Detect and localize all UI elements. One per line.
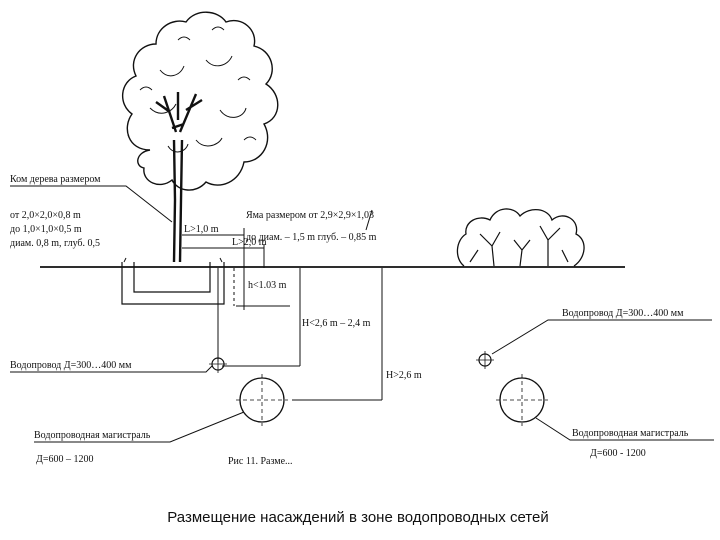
water-pipe-right-symbol (476, 351, 494, 369)
planting-pit (121, 262, 225, 305)
label-main-right-title: Водопроводная магистраль (572, 428, 689, 439)
slide-caption: Размещение насаждений в зоне водопроводн… (167, 509, 548, 526)
label-pit-size: до диам. – 1,5 m глуб. – 0,85 m (246, 232, 377, 243)
label-water-pipe-left: Водопровод Д=300…400 мм (10, 360, 132, 371)
diagram-labels: Ком дерева размером от 2,0×2,0×0,8 m до … (10, 174, 689, 467)
label-root-ball-size-3: диам. 0,8 m, глуб. 0,5 (10, 238, 100, 249)
label-pit-title: Яма размером от 2,9×2,9×1,03 (246, 210, 374, 221)
label-main-left-size: Д=600 – 1200 (36, 454, 93, 465)
shrub-outline (456, 208, 585, 267)
label-H-range: H<2,6 m – 2,4 m (302, 318, 371, 329)
label-root-ball-size-1: от 2,0×2,0×0,8 m (10, 210, 81, 221)
label-H-min: H>2,6 m (386, 370, 422, 381)
label-main-right-size: Д=600 - 1200 (590, 448, 646, 459)
water-main-right-symbol (496, 374, 548, 426)
label-h-depth: h<1.03 m (248, 280, 287, 291)
root-ball (133, 262, 211, 293)
water-main-left-symbol (236, 374, 288, 426)
pipes (209, 351, 548, 426)
label-l-min-1: L>1,0 m (184, 224, 219, 235)
label-water-pipe-right: Водопровод Д=300…400 мм (562, 308, 684, 319)
pit-and-root-ball (121, 257, 225, 305)
tree-illustration (122, 11, 279, 263)
leader-lines (10, 185, 714, 443)
dimension-lines (182, 209, 383, 401)
label-figure-ref: Рис 11. Разме... (228, 456, 293, 467)
label-main-left-title: Водопроводная магистраль (34, 430, 151, 441)
label-root-ball-title: Ком дерева размером (10, 174, 101, 185)
water-pipe-left-symbol (209, 355, 227, 373)
shrub-illustration (456, 208, 585, 267)
label-root-ball-size-2: до 1,0×1,0×0,5 m (10, 224, 82, 235)
label-l-min-2: L>2,0 m (232, 237, 267, 248)
tree-trunk (172, 139, 184, 263)
